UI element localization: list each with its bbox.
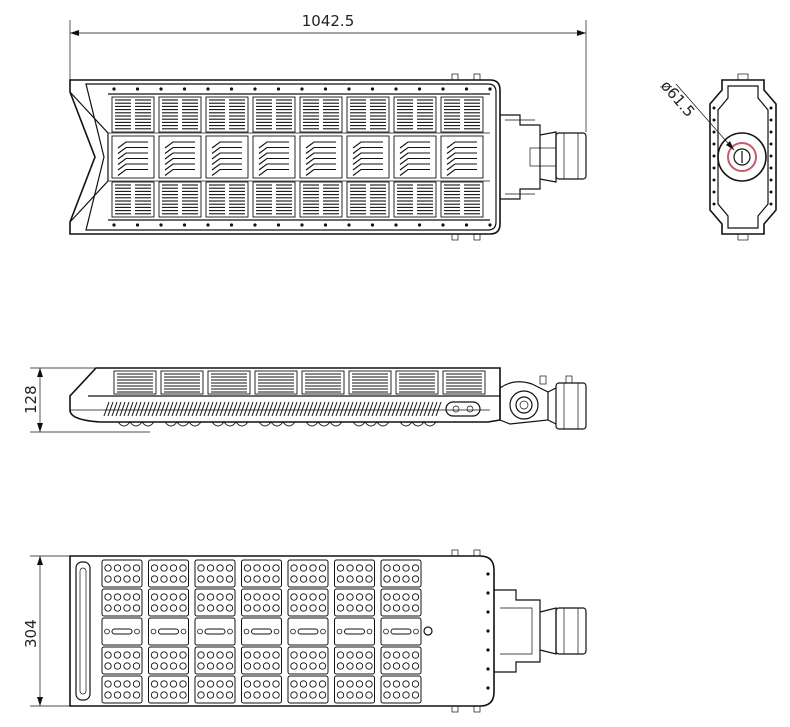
length-dimension-label: 1042.5 — [302, 12, 355, 30]
end-view-mount-boss — [717, 132, 767, 182]
end-view-bolts — [712, 106, 773, 206]
bottom-end-handle — [75, 561, 91, 701]
side-view-knuckle-joint — [499, 375, 587, 430]
bottom-housing-outline — [69, 555, 495, 707]
diameter-dimension-label: ø61.5 — [657, 77, 699, 121]
bottom-sensor-hole — [423, 626, 433, 636]
width-dimension: 304 — [22, 555, 96, 707]
side-view-lens-bumps — [117, 421, 437, 427]
height-dimension-label: 128 — [22, 385, 40, 414]
bottom-view-mount-arm — [494, 589, 587, 673]
side-label-plate — [445, 401, 481, 417]
top-view: 1042.5 — [69, 12, 587, 241]
bottom-view: 304 — [22, 549, 587, 713]
side-view-fin-modules — [113, 370, 486, 395]
bottom-view-edge-bolts — [486, 572, 490, 690]
end-view: ø61.5 — [657, 73, 777, 241]
side-view-vent-hatching — [103, 401, 442, 417]
top-view-bolts — [112, 87, 492, 227]
side-view: 128 — [22, 367, 587, 433]
height-dimension: 128 — [22, 367, 150, 433]
top-housing-outline — [69, 79, 501, 235]
length-dimension: 1042.5 — [69, 12, 587, 132]
top-view-fin-modules — [111, 96, 484, 218]
end-view-outline — [709, 79, 777, 235]
mount-tube-section — [727, 142, 757, 172]
bottom-view-led-modules — [101, 559, 422, 704]
width-dimension-label: 304 — [22, 619, 40, 648]
top-view-mount-arm — [500, 114, 587, 200]
